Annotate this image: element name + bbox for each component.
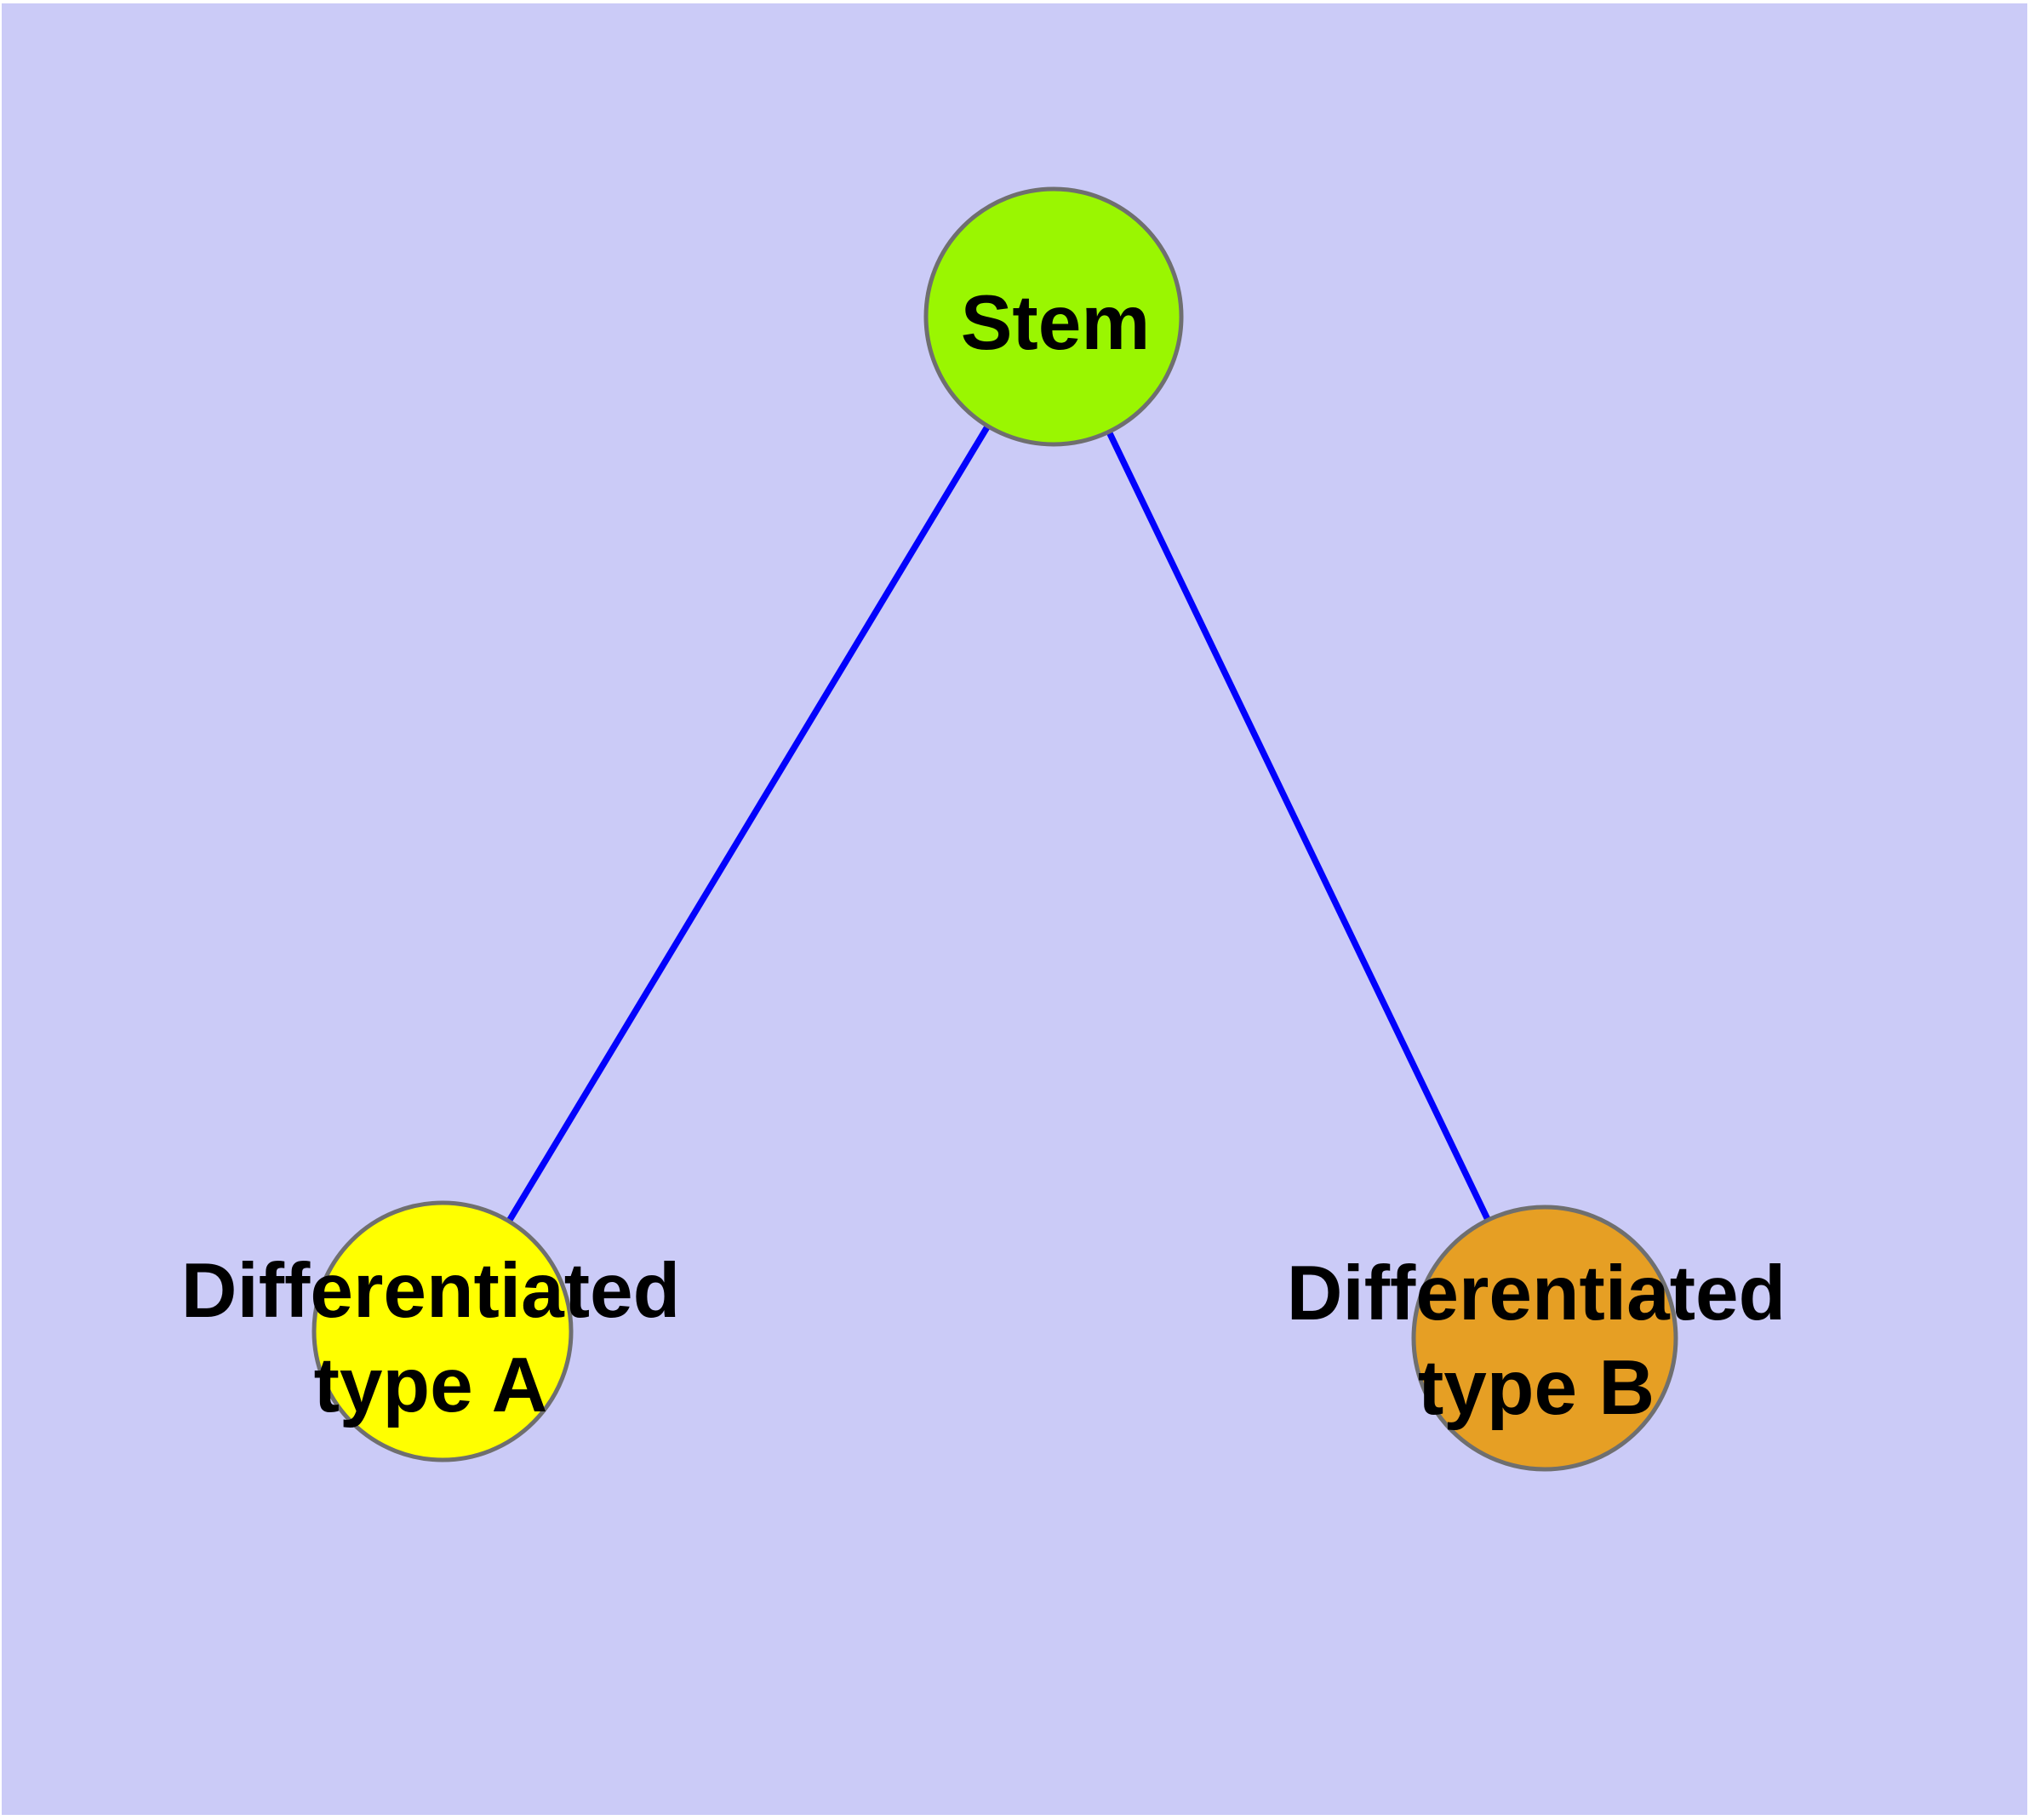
node-differentiated-type-a xyxy=(311,1200,574,1462)
node-label-stem: Stem xyxy=(961,280,1151,366)
node-layer xyxy=(311,186,1678,1472)
edge-stem-to-type-a xyxy=(439,315,1057,1333)
edge-layer xyxy=(439,315,1548,1340)
label-layer: Stem Differentiated type A Differentiate… xyxy=(181,280,1786,1431)
node-label-type-b-line1: Differentiated xyxy=(1287,1251,1786,1336)
edge-stem-to-type-b xyxy=(1050,315,1548,1340)
node-label-type-b-line2: type B xyxy=(1418,1345,1655,1431)
node-differentiated-type-b xyxy=(1411,1205,1678,1472)
node-label-type-a-line1: Differentiated xyxy=(181,1248,681,1334)
node-stem xyxy=(923,186,1184,447)
node-label-type-a-line2: type A xyxy=(314,1342,548,1428)
